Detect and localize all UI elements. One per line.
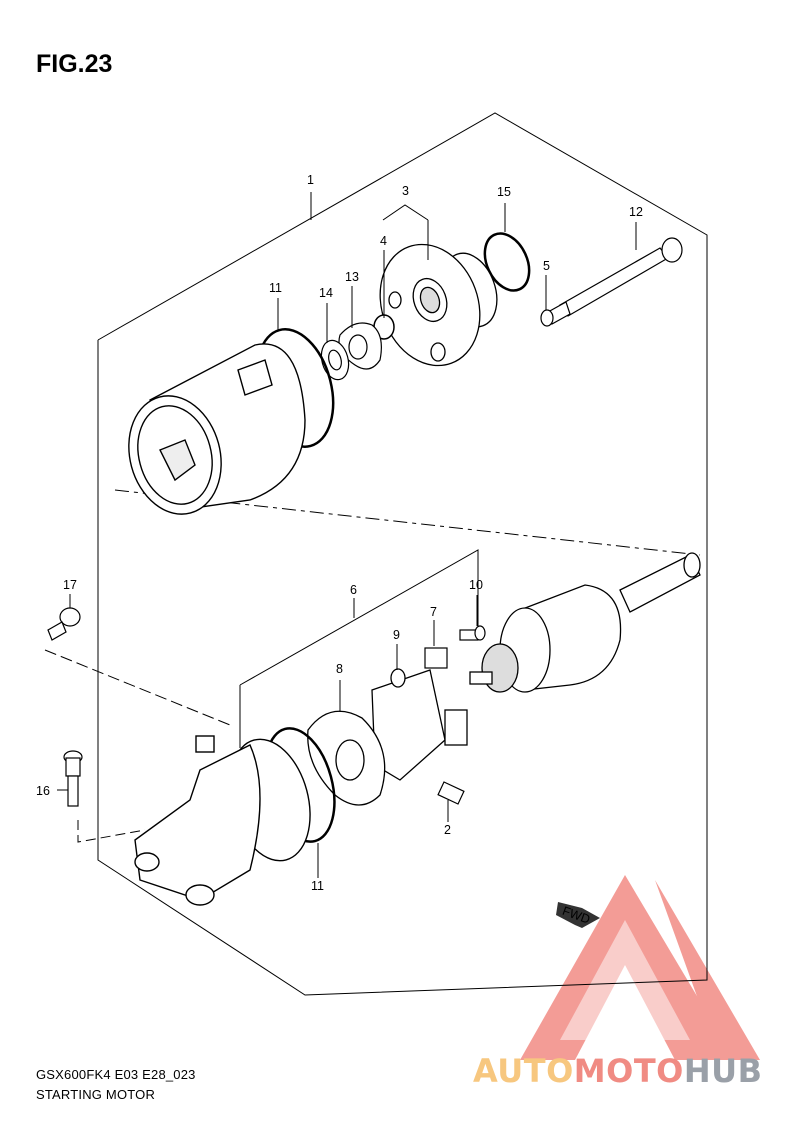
fwd-arrow-icon: FWD [556,902,600,928]
brush-plate-8 [307,710,386,806]
callout-11-upper: 11 [269,281,282,295]
figure-caption: STARTING MOTOR [36,1087,156,1102]
callout-3: 3 [402,184,409,198]
armature [469,552,701,693]
bolt-16 [63,750,83,807]
callout-9: 9 [393,628,400,642]
callout-12: 12 [629,205,643,219]
brand-part-auto: AUTO [473,1052,574,1090]
callout-2: 2 [444,823,451,837]
callout-6: 6 [350,583,357,597]
callout-5: 5 [543,259,550,273]
callout-10: 10 [469,578,483,592]
callout-16: 16 [36,784,50,798]
brush-7 [424,647,448,669]
callout-11-lower: 11 [311,879,324,893]
plate-13 [338,322,382,370]
callout-4: 4 [380,234,387,248]
callout-7: 7 [430,605,437,619]
spring-2 [437,781,465,805]
through-bolt-12 [547,237,683,325]
washer-5 [540,309,554,327]
assembly-frame-upper [97,112,708,996]
callout-14: 14 [319,286,333,300]
brand-part-hub: HUB [683,1052,763,1090]
front-housing [134,735,311,906]
brand-part-moto: MOTO [573,1052,684,1090]
bolt-17 [47,607,81,641]
leader-lines [57,192,637,878]
callout-1: 1 [307,173,314,187]
model-code: GSX600FK4 E03 E28_023 [36,1067,196,1082]
yoke-housing [128,343,306,515]
brush-holder-9 [371,668,468,781]
end-cover-3 [379,243,498,367]
callout-8: 8 [336,662,343,676]
callout-13: 13 [345,270,359,284]
screw-10 [459,625,486,641]
figure-title: FIG.23 [36,50,113,78]
callout-labels: 1 3 15 12 4 5 11 14 13 6 10 17 7 9 8 16 … [36,173,643,893]
watermark-logo [520,875,760,1060]
brand-wordmark: AUTOMOTOHUB [473,1052,763,1090]
assembly-frame-lower [44,549,479,843]
callout-17: 17 [63,578,77,592]
callout-15: 15 [497,185,511,199]
